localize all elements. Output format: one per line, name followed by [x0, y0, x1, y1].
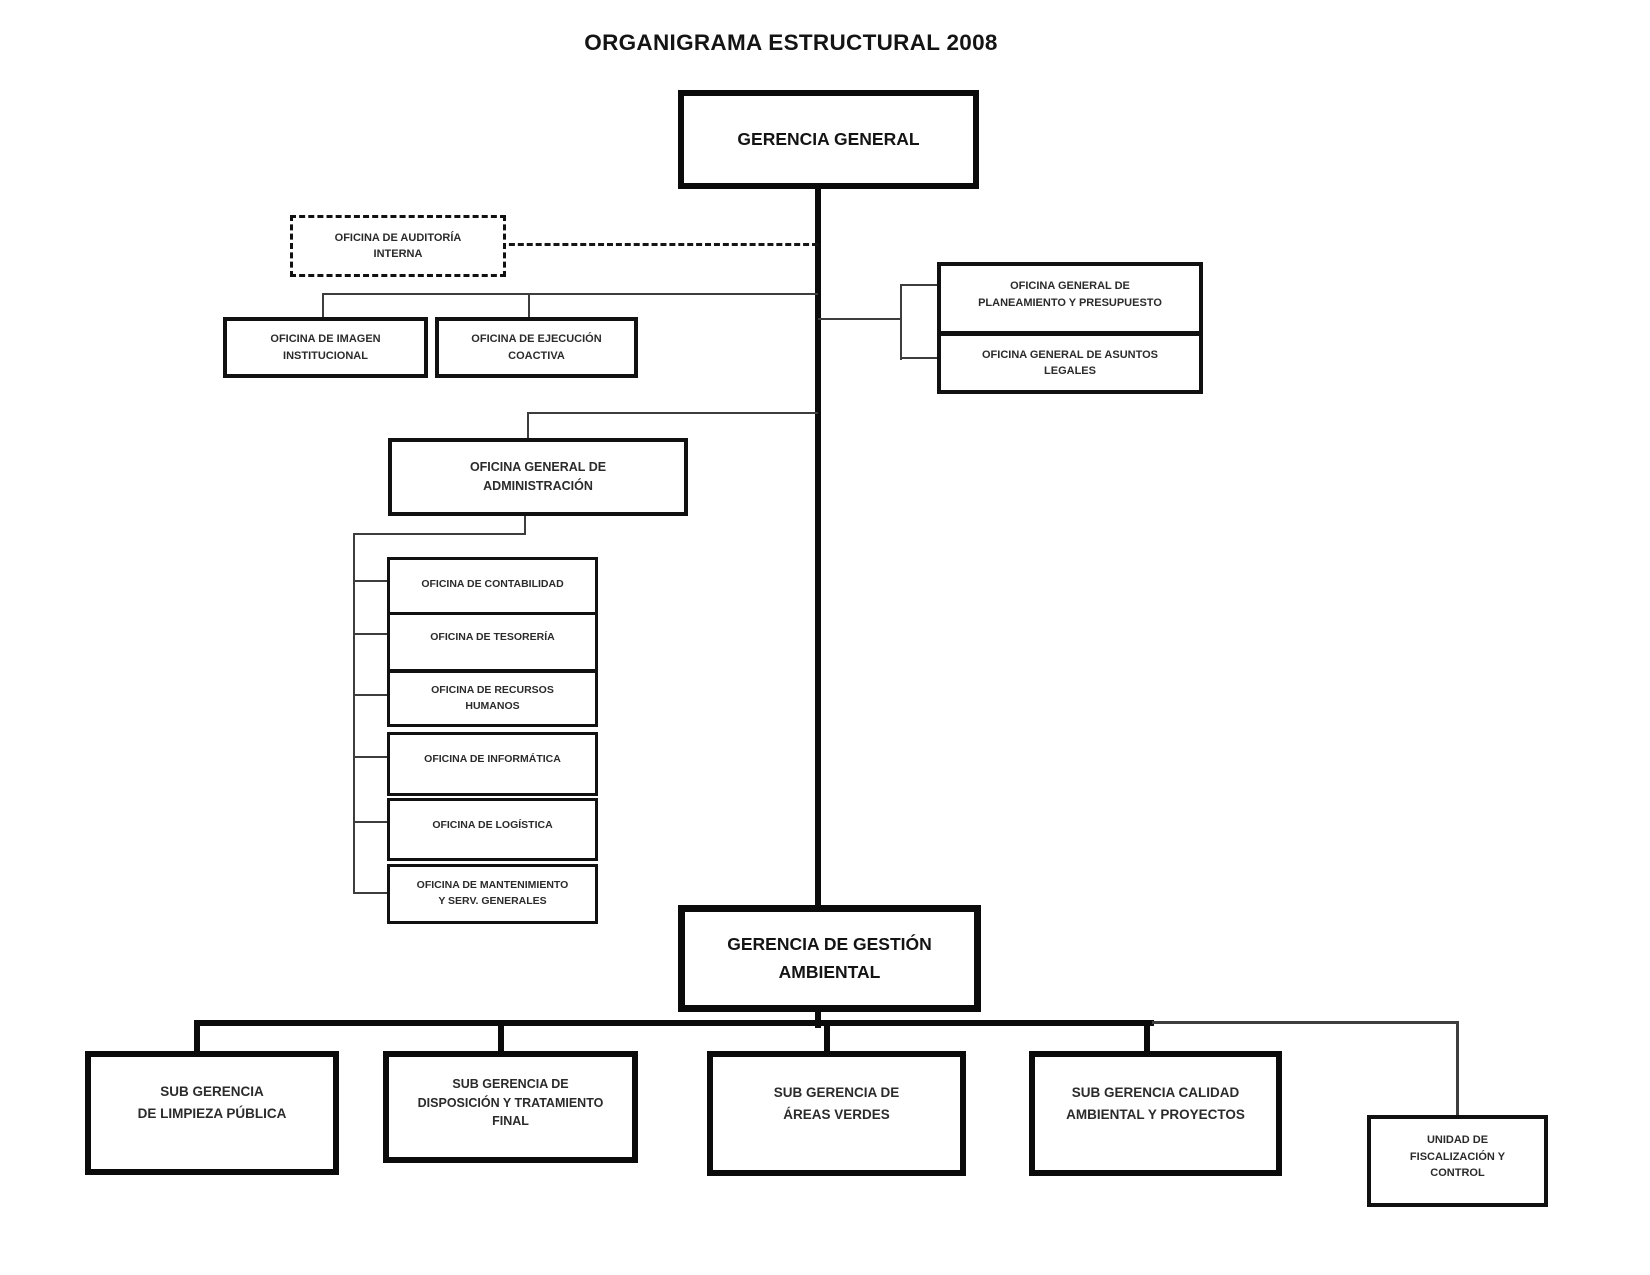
node-oficina-informatica: OFICINA DE INFORMÁTICA	[387, 732, 598, 796]
node-oficina-contabilidad: OFICINA DE CONTABILIDAD	[387, 557, 598, 620]
node-label: AMBIENTAL Y PROYECTOS	[1066, 1106, 1245, 1122]
node-subgerencia-calidad-ambiental: SUB GERENCIA CALIDAD AMBIENTAL Y PROYECT…	[1029, 1051, 1282, 1176]
node-label: OFICINA DE MANTENIMIENTO	[416, 879, 569, 892]
node-oficina-administracion: OFICINA GENERAL DE ADMINISTRACIÓN	[388, 438, 688, 516]
node-label: SUB GERENCIA CALIDAD	[1071, 1084, 1240, 1100]
node-label: ÁREAS VERDES	[783, 1106, 890, 1122]
connector-stub-recursos	[353, 694, 387, 696]
connector-admin-drop	[527, 412, 529, 438]
node-label: OFICINA DE CONTABILIDAD	[421, 577, 564, 590]
node-oficina-imagen-institucional: OFICINA DE IMAGEN INSTITUCIONAL	[223, 317, 428, 378]
connector-left-branch-h	[322, 293, 818, 295]
node-gerencia-gestion-ambiental: GERENCIA DE GESTIÓN AMBIENTAL	[678, 905, 981, 1012]
connector-bus-extension	[1152, 1021, 1459, 1024]
node-label: ADMINISTRACIÓN	[483, 479, 593, 493]
node-label: GERENCIA DE GESTIÓN	[727, 934, 932, 955]
node-oficina-planeamiento-presupuesto: OFICINA GENERAL DE PLANEAMIENTO Y PRESUP…	[937, 262, 1203, 335]
node-label: OFICINA DE RECURSOS	[431, 683, 554, 696]
node-label: OFICINA GENERAL DE ASUNTOS	[981, 348, 1159, 361]
node-label: Y SERV. GENERALES	[438, 895, 547, 907]
connector-imagen-drop	[322, 293, 324, 318]
node-label: OFICINA GENERAL DE	[1010, 280, 1130, 292]
connector-asuntos-stub	[900, 357, 937, 359]
connector-ejecucion-drop	[528, 293, 530, 318]
node-label: DISPOSICIÓN Y TRATAMIENTO	[417, 1095, 604, 1110]
node-oficina-recursos-humanos: OFICINA DE RECURSOS HUMANOS	[387, 670, 598, 727]
node-oficina-asuntos-legales: OFICINA GENERAL DE ASUNTOS LEGALES	[937, 332, 1203, 394]
connector-limpieza-drop	[194, 1020, 200, 1051]
connector-stub-informatica	[353, 756, 387, 758]
node-gerencia-general: GERENCIA GENERAL	[678, 90, 979, 189]
node-label: OFICINA DE IMAGEN	[270, 333, 381, 345]
connector-auditoria-dashed	[500, 243, 818, 246]
node-subgerencia-areas-verdes: SUB GERENCIA DE ÁREAS VERDES	[707, 1051, 966, 1176]
node-label: DE LIMPIEZA PÚBLICA	[137, 1106, 287, 1121]
node-label: OFICINA DE INFORMÁTICA	[424, 753, 561, 766]
connector-spine-top-h	[353, 533, 526, 535]
node-oficina-logistica: OFICINA DE LOGÍSTICA	[387, 798, 598, 861]
page-title: ORGANIGRAMA ESTRUCTURAL 2008	[584, 30, 998, 55]
node-label: OFICINA DE EJECUCIÓN	[471, 333, 602, 345]
node-label: GERENCIA GENERAL	[737, 128, 920, 149]
node-label: OFICINA DE AUDITORÍA	[334, 231, 462, 244]
node-label: SUB GERENCIA DE	[773, 1084, 900, 1100]
node-label: SUB GERENCIA	[160, 1084, 264, 1100]
node-label: OFICINA GENERAL DE	[469, 460, 607, 475]
node-label: OFICINA DE TESORERÍA	[430, 631, 555, 644]
connector-stub-contabilidad	[353, 580, 387, 582]
node-subgerencia-limpieza-publica: SUB GERENCIA DE LIMPIEZA PÚBLICA	[85, 1051, 339, 1175]
connector-bottom-bus	[194, 1020, 1154, 1026]
node-label: PLANEAMIENTO Y PRESUPUESTO	[978, 296, 1162, 309]
connector-right-branch-h	[818, 318, 900, 320]
node-label: INSTITUCIONAL	[283, 349, 368, 362]
connector-central-trunk	[815, 175, 821, 1028]
connector-admin-branch-h	[527, 412, 818, 414]
node-label: HUMANOS	[465, 699, 520, 712]
node-label: AMBIENTAL	[778, 961, 881, 982]
node-label: FINAL	[492, 1114, 529, 1129]
node-oficina-auditoria-interna: OFICINA DE AUDITORÍA INTERNA	[290, 215, 506, 277]
connector-disposicion-drop	[498, 1020, 504, 1051]
node-oficina-tesoreria: OFICINA DE TESORERÍA	[387, 612, 598, 672]
connector-spine-v	[353, 533, 355, 894]
node-oficina-mantenimiento: OFICINA DE MANTENIMIENTO Y SERV. GENERAL…	[387, 864, 598, 924]
connector-stub-mantenimiento	[353, 892, 387, 894]
node-label: COACTIVA	[508, 349, 565, 362]
connector-right-bracket-v	[900, 284, 902, 360]
connector-stub-tesoreria	[353, 633, 387, 635]
connector-planeamiento-stub	[900, 284, 937, 286]
connector-fiscalizacion-drop	[1456, 1021, 1459, 1115]
node-unidad-fiscalizacion-control: UNIDAD DE FISCALIZACIÓN Y CONTROL	[1367, 1115, 1548, 1207]
connector-stub-logistica	[353, 821, 387, 823]
connector-admin-down	[524, 508, 526, 535]
node-label: CONTROL	[1430, 1167, 1485, 1180]
node-label: LEGALES	[1044, 365, 1096, 377]
node-label: OFICINA DE LOGÍSTICA	[432, 818, 553, 831]
node-oficina-ejecucion-coactiva: OFICINA DE EJECUCIÓN COACTIVA	[435, 317, 638, 378]
node-label: FISCALIZACIÓN Y	[1409, 1150, 1506, 1163]
node-label: UNIDAD DE	[1426, 1134, 1489, 1147]
connector-areas-drop	[824, 1020, 830, 1051]
node-label: INTERNA	[373, 248, 423, 260]
node-label: SUB GERENCIA DE	[452, 1076, 569, 1091]
connector-calidad-drop	[1144, 1020, 1150, 1051]
node-subgerencia-disposicion-tratamiento: SUB GERENCIA DE DISPOSICIÓN Y TRATAMIENT…	[383, 1051, 638, 1163]
